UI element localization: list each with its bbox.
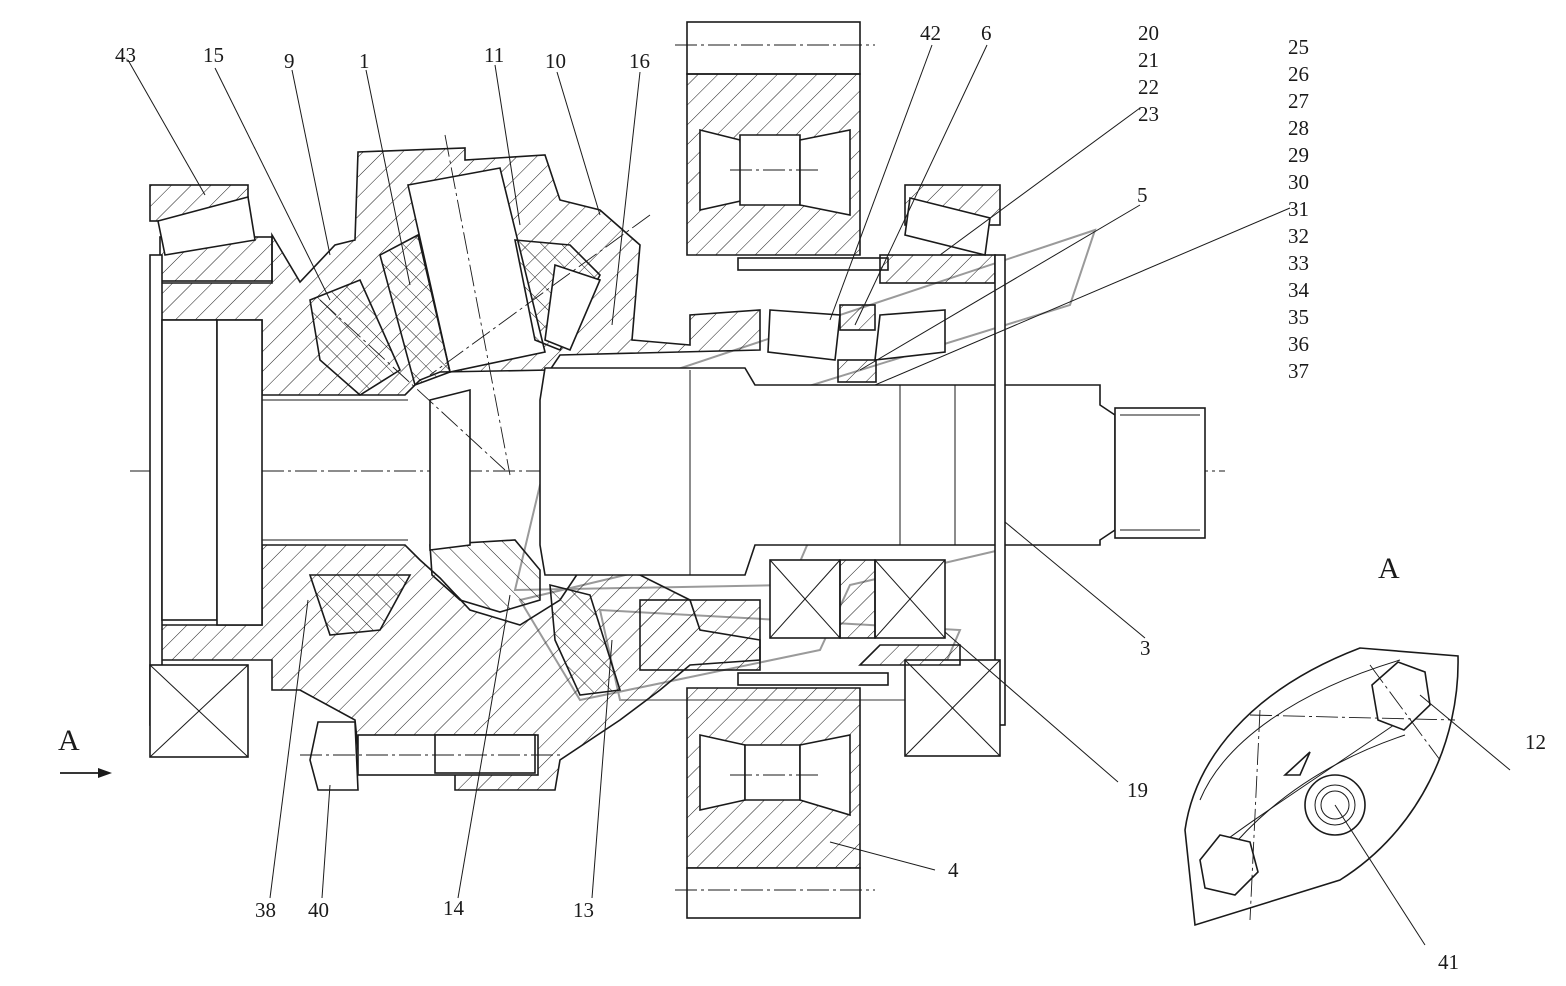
label-28: 28 — [1288, 116, 1309, 140]
label-29: 29 — [1288, 143, 1309, 167]
label-26: 26 — [1288, 62, 1309, 86]
label-12: 12 — [1525, 730, 1546, 754]
label-22: 22 — [1138, 75, 1159, 99]
label-35: 35 — [1288, 305, 1309, 329]
label-31: 31 — [1288, 197, 1309, 221]
label-10: 10 — [545, 49, 566, 73]
label-43: 43 — [115, 43, 136, 67]
label-33: 33 — [1288, 251, 1309, 275]
label-38: 38 — [255, 898, 276, 922]
upper-gear — [675, 21, 889, 271]
label-40: 40 — [308, 898, 329, 922]
label-14: 14 — [443, 896, 465, 920]
label-41: 41 — [1438, 950, 1459, 974]
label-19: 19 — [1127, 778, 1148, 802]
right-bearings — [639, 184, 1006, 757]
output-shaft — [262, 367, 1206, 576]
label-1: 1 — [359, 49, 370, 73]
label-6: 6 — [981, 21, 992, 45]
label-3: 3 — [1140, 636, 1151, 660]
label-4: 4 — [948, 858, 959, 882]
label-34: 34 — [1288, 278, 1310, 302]
lower-gear — [675, 672, 889, 919]
view-a-label: A — [1378, 552, 1400, 585]
label-37: 37 — [1288, 359, 1309, 383]
label-9: 9 — [284, 49, 295, 73]
label-36: 36 — [1288, 332, 1309, 356]
label-23: 23 — [1138, 102, 1159, 126]
label-30: 30 — [1288, 170, 1309, 194]
label-32: 32 — [1288, 224, 1309, 248]
label-42: 42 — [920, 21, 941, 45]
leader-lines — [60, 44, 1291, 899]
label-16: 16 — [629, 49, 650, 73]
view-a-detail — [1184, 647, 1511, 946]
bevel-gears — [308, 134, 651, 696]
bottom-bolt — [300, 721, 560, 791]
label-25: 25 — [1288, 35, 1309, 59]
arrow-a-label: A — [58, 724, 80, 757]
label-27: 27 — [1288, 89, 1309, 113]
label-13: 13 — [573, 898, 594, 922]
label-5: 5 — [1137, 183, 1148, 207]
label-11: 11 — [484, 43, 504, 67]
label-21: 21 — [1138, 48, 1159, 72]
part-labels: 43 15 9 1 11 10 16 42 6 20 21 22 23 25 2… — [58, 21, 1546, 974]
label-15: 15 — [203, 43, 224, 67]
label-20: 20 — [1138, 21, 1159, 45]
